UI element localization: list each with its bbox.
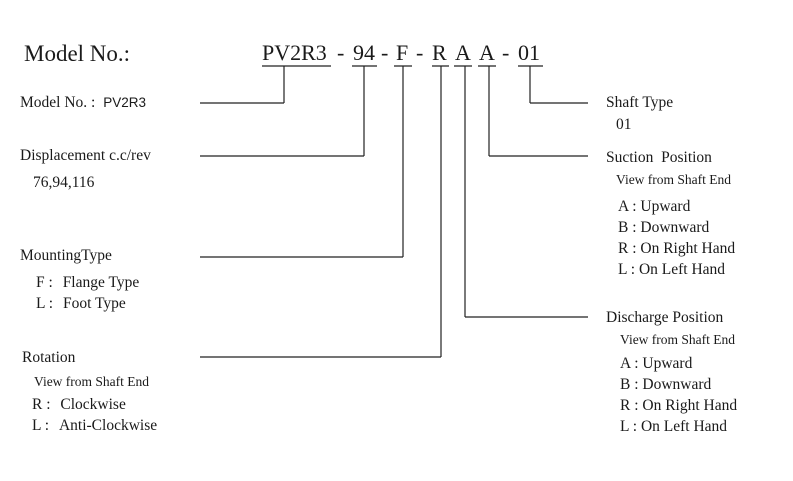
code-mounting: F [396, 40, 409, 65]
rotation-option-l-text: Anti-Clockwise [58, 417, 158, 434]
shaft-value: 01 [616, 116, 632, 133]
rotation-option-l-key: L : [32, 417, 50, 434]
discharge-label: Discharge Position [606, 309, 724, 326]
discharge-option-a: A : Upward [620, 355, 693, 372]
suction-note: View from Shaft End [616, 172, 732, 187]
mounting-option-f: F : Flange Type [36, 275, 139, 291]
mounting-option-l-text: Foot Type [62, 295, 126, 312]
suction-option-r: R : On Right Hand [618, 240, 736, 257]
code-shaft: 01 [518, 40, 540, 65]
rotation-option-r: R : Clockwise [32, 397, 126, 413]
code-rotation: R [432, 40, 447, 65]
displacement-values: 76,94,116 [33, 174, 95, 191]
model-title: Model No.: [24, 41, 131, 66]
discharge-option-b: B : Downward [620, 376, 712, 393]
suction-option-l: L : On Left Hand [618, 261, 726, 278]
rotation-option-r-text: Clockwise [60, 396, 126, 413]
shaft-label: Shaft Type [606, 94, 674, 111]
discharge-option-r: R : On Right Hand [620, 397, 738, 414]
suction-option-b: B : Downward [618, 219, 710, 236]
code-dash-2: - [381, 40, 389, 65]
displacement-label: Displacement c.c/rev [20, 147, 151, 164]
code-dash-1: - [337, 40, 345, 65]
code-dash-3: - [416, 40, 424, 65]
suction-label: Suction Position [606, 149, 712, 166]
suction-option-a: A : Upward [618, 198, 691, 215]
model-no-label-text: Model No. : [20, 94, 96, 111]
discharge-note: View from Shaft End [620, 332, 736, 347]
code-displacement: 94 [353, 40, 375, 65]
rotation-label: Rotation [22, 349, 76, 366]
mounting-option-f-text: Flange Type [62, 274, 140, 291]
code-dash-4: - [502, 40, 510, 65]
rotation-option-r-key: R : [32, 396, 51, 413]
code-base: PV2R3 [262, 40, 327, 65]
model-no-label: Model No. : PV2R3 [20, 95, 146, 111]
discharge-option-l: L : On Left Hand [620, 418, 728, 435]
mounting-label: MountingType [20, 247, 112, 264]
mounting-option-l: L : Foot Type [36, 296, 126, 312]
code-suction: A [455, 40, 471, 65]
code-discharge: A [479, 40, 495, 65]
model-no-value: PV2R3 [103, 95, 146, 110]
rotation-option-l: L : Anti-Clockwise [32, 418, 157, 434]
mounting-option-l-key: L : [36, 295, 54, 312]
rotation-note: View from Shaft End [34, 374, 150, 389]
mounting-option-f-key: F : [36, 274, 53, 291]
